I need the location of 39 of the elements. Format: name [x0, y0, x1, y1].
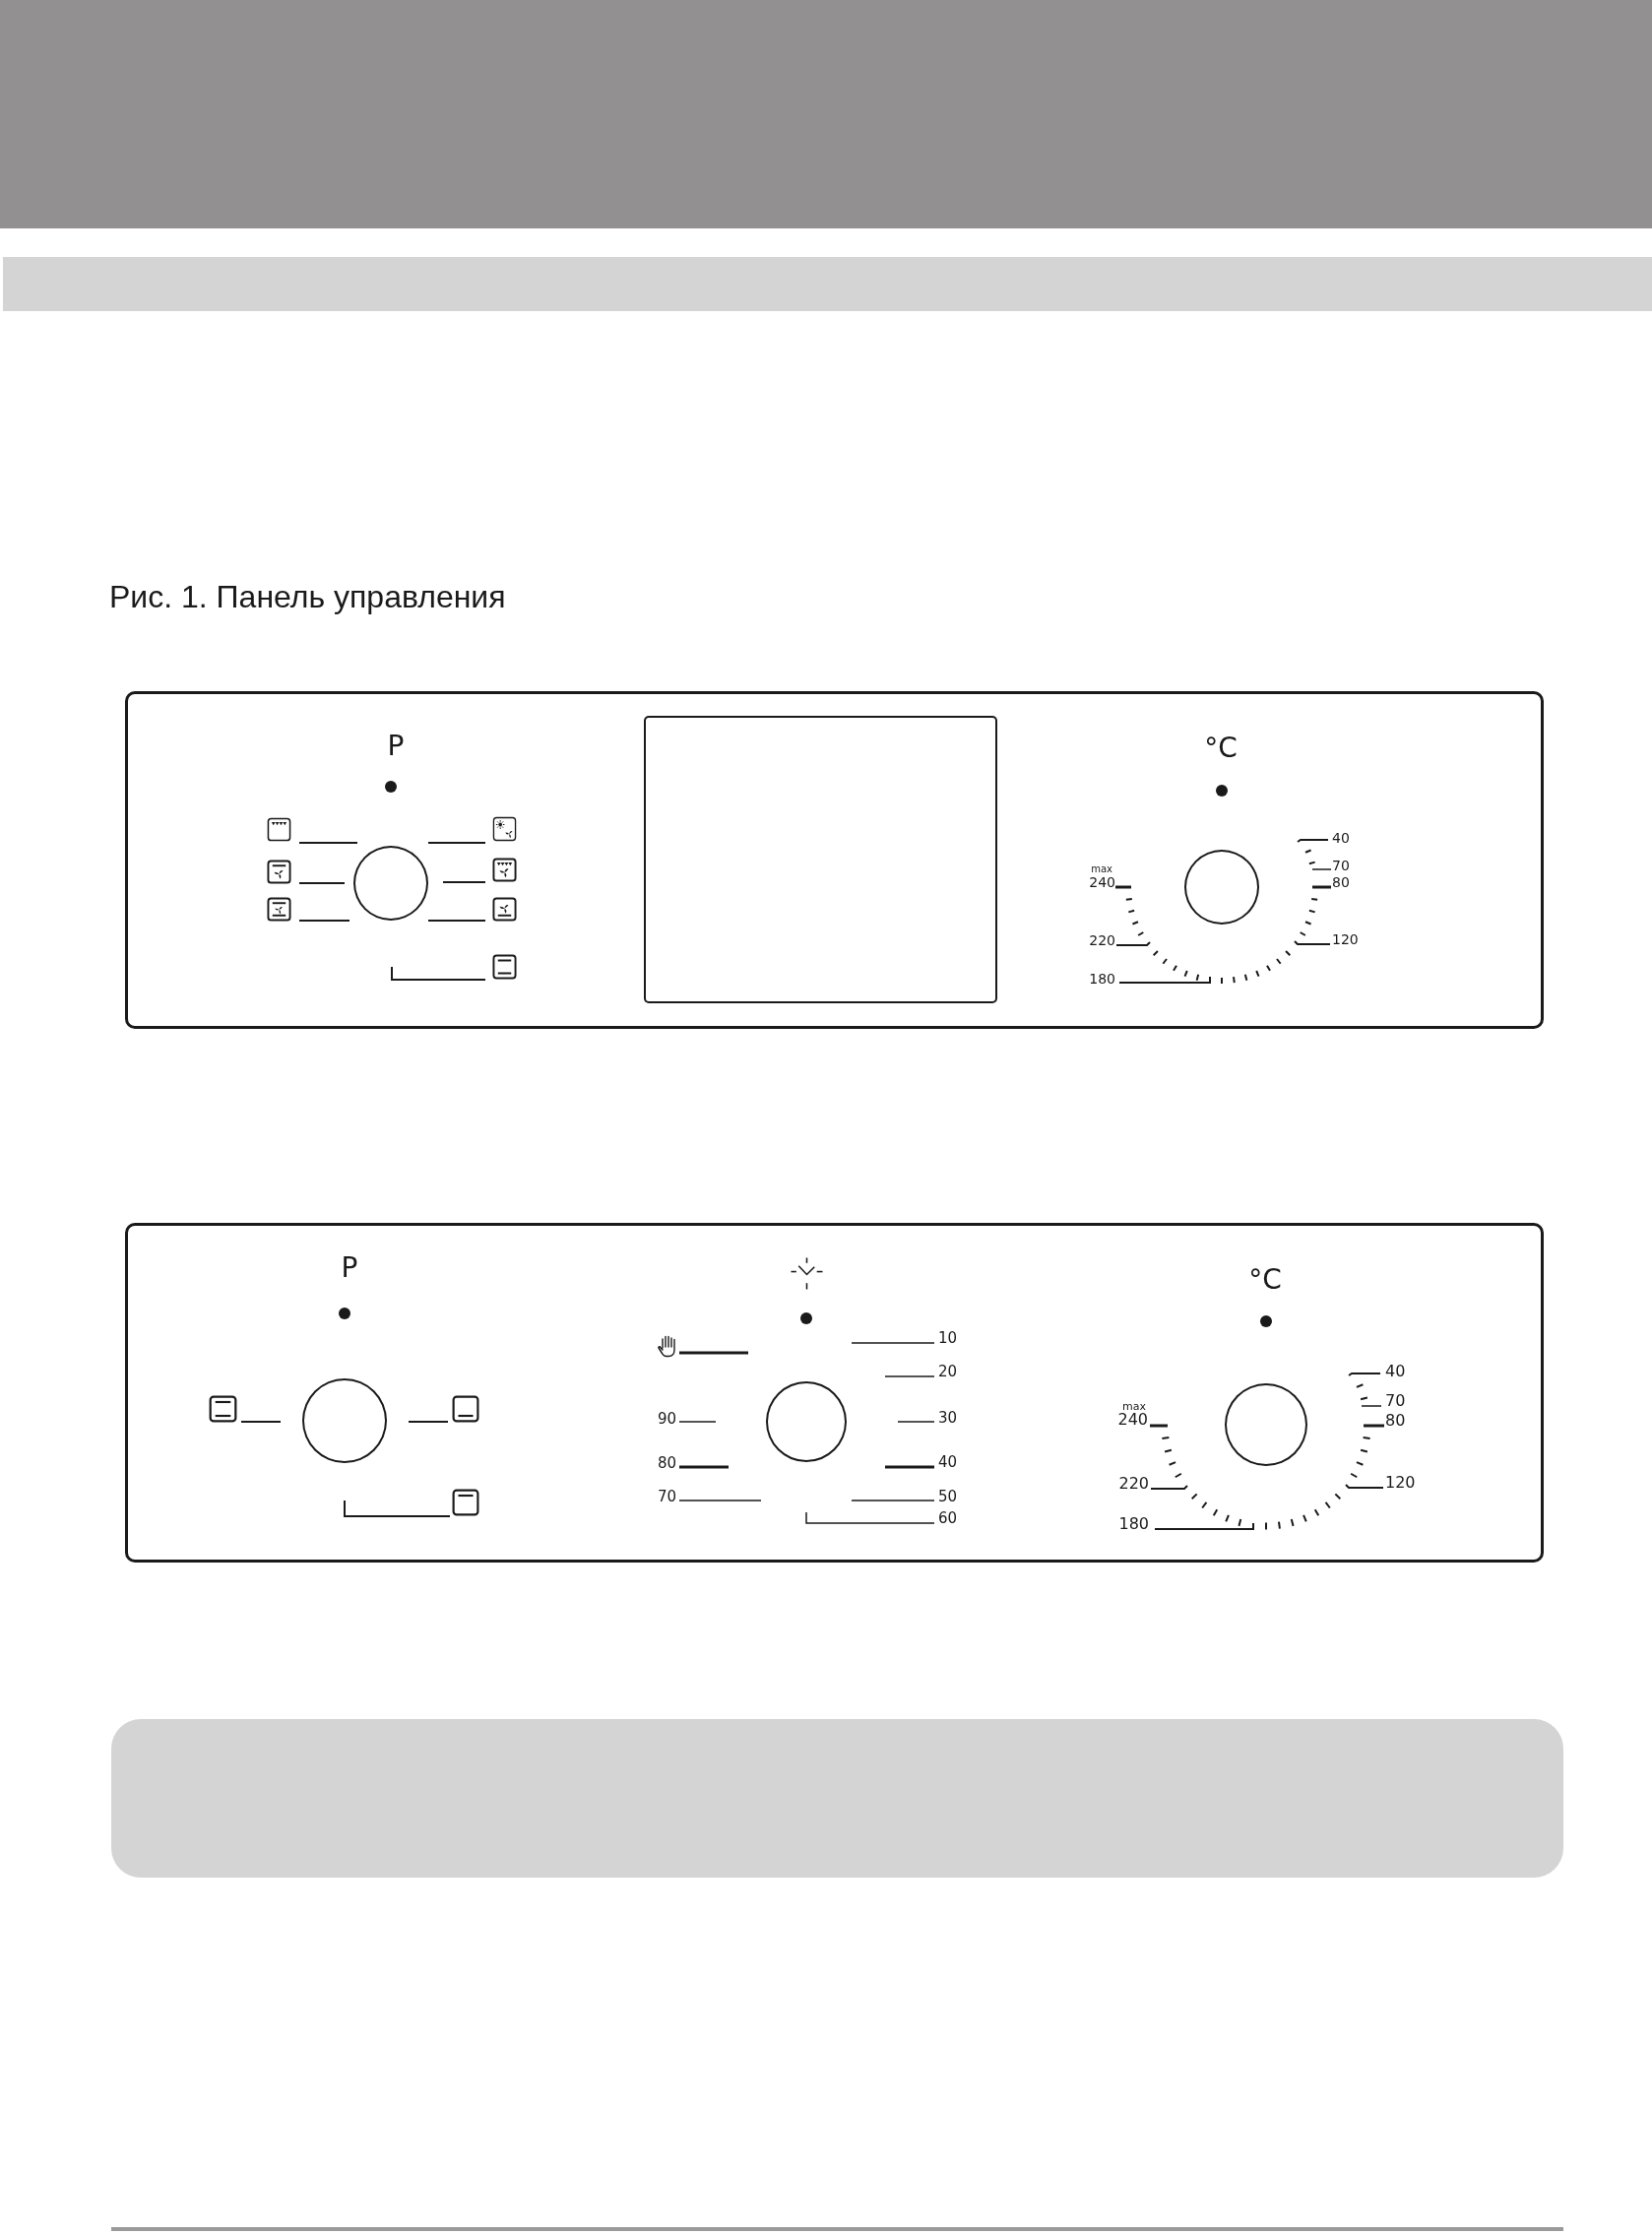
scale-number: 40 — [1332, 831, 1350, 845]
scale-number: 40 — [1385, 1364, 1406, 1379]
scale-number: 70 — [657, 1489, 676, 1504]
scale-number: 80 — [1332, 875, 1350, 889]
dial-label: °C — [1204, 734, 1238, 762]
scale-number: 220 — [1118, 1476, 1149, 1492]
scale-number: 10 — [938, 1330, 958, 1346]
scale-number: 70 — [1332, 859, 1350, 872]
dial-label: P — [341, 1254, 358, 1282]
scale-number: 30 — [938, 1410, 958, 1426]
scale-label: max — [1122, 1400, 1146, 1412]
scale-number: 120 — [1332, 932, 1359, 946]
scale-number: 80 — [1385, 1413, 1406, 1429]
control-knob — [766, 1381, 847, 1462]
scale-number: 120 — [1385, 1475, 1416, 1491]
dial-label: °C — [1248, 1266, 1282, 1294]
control-knob — [353, 846, 428, 921]
figure-caption: Рис. 1. Панель управления — [109, 581, 506, 612]
display-screen — [644, 716, 997, 1003]
scale-number: 180 — [1089, 972, 1115, 986]
scale-number: 70 — [1385, 1393, 1406, 1409]
dial-label: P — [387, 733, 405, 760]
scale-number: 180 — [1118, 1516, 1149, 1532]
scale-number: 20 — [938, 1364, 958, 1379]
scale-number: 240 — [1089, 875, 1115, 889]
section-band — [3, 257, 1652, 311]
control-knob — [1225, 1383, 1307, 1466]
scale-number: 80 — [657, 1455, 676, 1471]
scale-label: max — [1091, 864, 1112, 874]
scale-number: 220 — [1089, 933, 1115, 947]
control-panel — [125, 691, 1544, 1029]
scale-number: 90 — [657, 1411, 676, 1427]
scale-number: 50 — [938, 1489, 958, 1504]
scale-number: 60 — [938, 1510, 958, 1526]
scale-number: 40 — [938, 1454, 958, 1470]
scale-number: 240 — [1117, 1412, 1148, 1428]
control-panel — [125, 1223, 1544, 1563]
control-knob — [302, 1378, 387, 1463]
control-knob — [1184, 850, 1259, 925]
